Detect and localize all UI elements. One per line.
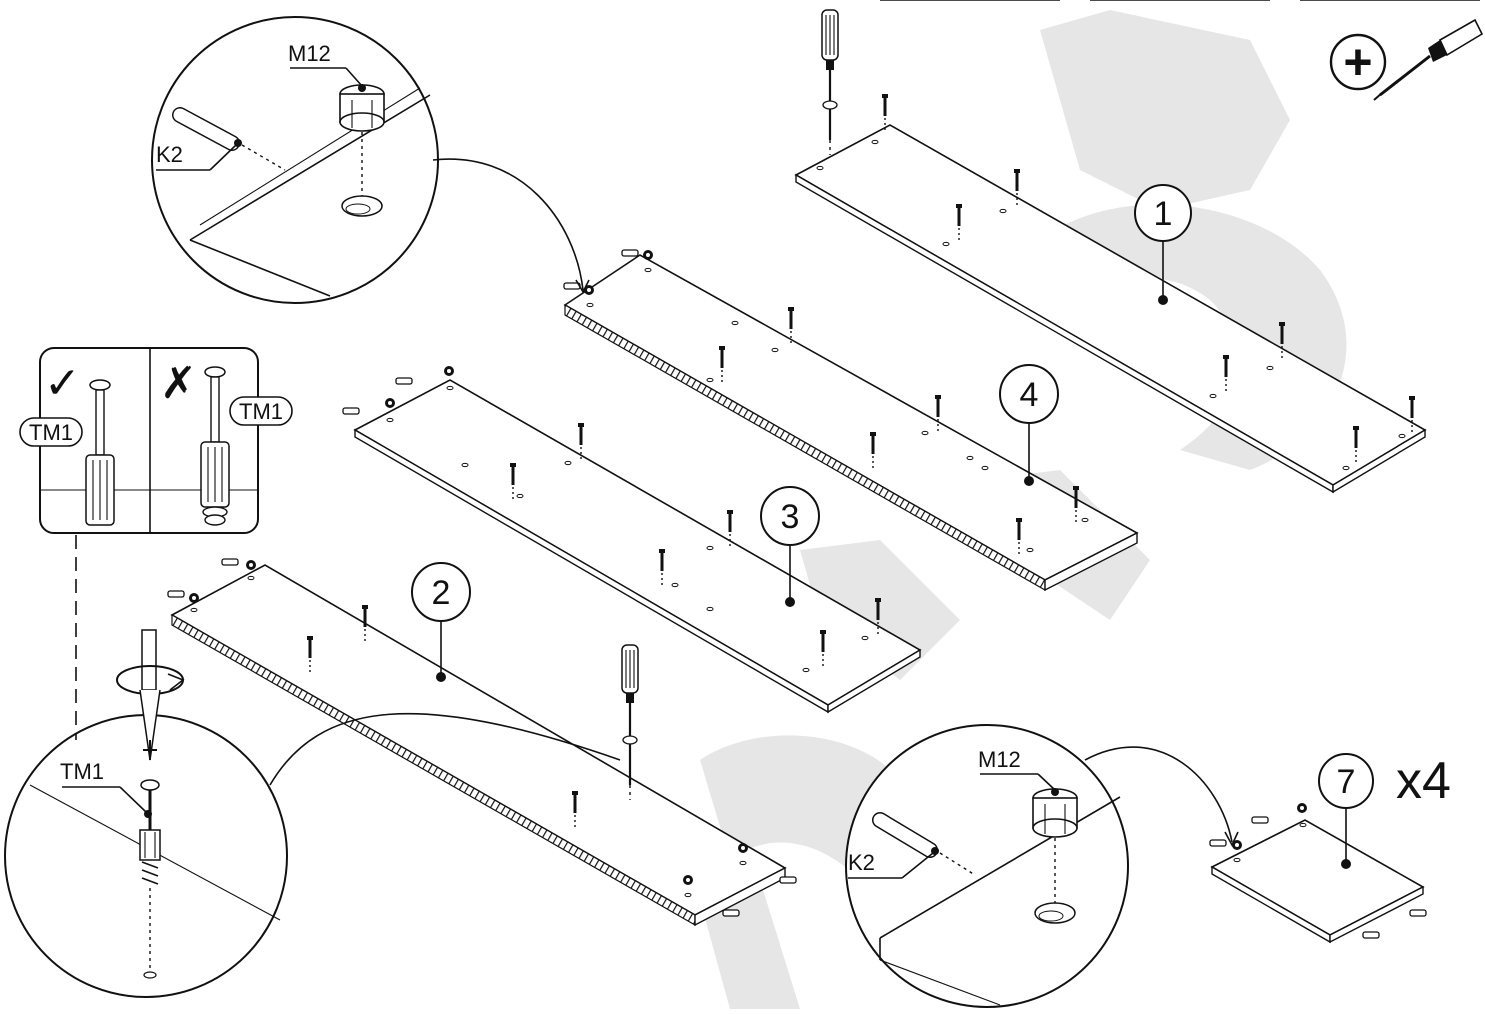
cam-lock-icon <box>1032 788 1078 924</box>
correct-mark: ✓ <box>44 359 81 408</box>
quantity-label: x4 <box>1396 752 1451 810</box>
part-number-2: 2 <box>432 574 451 612</box>
label-m12-bottom: M12 <box>978 747 1021 772</box>
board-2: 2 <box>167 558 797 927</box>
screw-icon <box>85 379 115 526</box>
board-1: 1 <box>794 9 1427 494</box>
plus-symbol: + <box>1343 34 1372 90</box>
check-panel: ✓ ✗ TM1 TM1 <box>19 347 293 534</box>
detail-screw-tm1: TM1 <box>4 712 621 998</box>
label-m12-top: M12 <box>288 41 331 66</box>
label-tm1-correct: TM1 <box>29 420 73 445</box>
label-k2-bottom: K2 <box>848 850 875 875</box>
screwdriver-icon <box>621 644 639 800</box>
dowel-icon <box>172 107 286 171</box>
wrong-mark: ✗ <box>160 359 197 408</box>
part-number-7: 7 <box>1337 763 1356 801</box>
rotation-arrow-icon <box>116 629 185 761</box>
screwdriver-icon <box>821 9 839 155</box>
tool-indicator: + <box>1329 18 1484 101</box>
screw-icon <box>139 779 161 979</box>
board-7: 7 x4 <box>1209 752 1451 944</box>
label-tm1-detail: TM1 <box>60 759 104 784</box>
phillips-screwdriver-icon <box>1373 18 1484 101</box>
label-k2-top: K2 <box>156 142 183 167</box>
detail-cam-dowel-top: M12 K2 <box>151 16 590 304</box>
detail-cam-dowel-bottom: M12 K2 <box>845 724 1239 1008</box>
part-number-3: 3 <box>781 498 800 536</box>
part-number-4: 4 <box>1020 376 1039 414</box>
label-tm1-wrong: TM1 <box>239 399 283 424</box>
board-4: 4 <box>563 249 1139 592</box>
board-3: 3 <box>342 366 922 714</box>
cam-lock-icon <box>339 84 385 217</box>
part-number-1: 1 <box>1154 195 1173 233</box>
screw-icon <box>200 366 230 526</box>
